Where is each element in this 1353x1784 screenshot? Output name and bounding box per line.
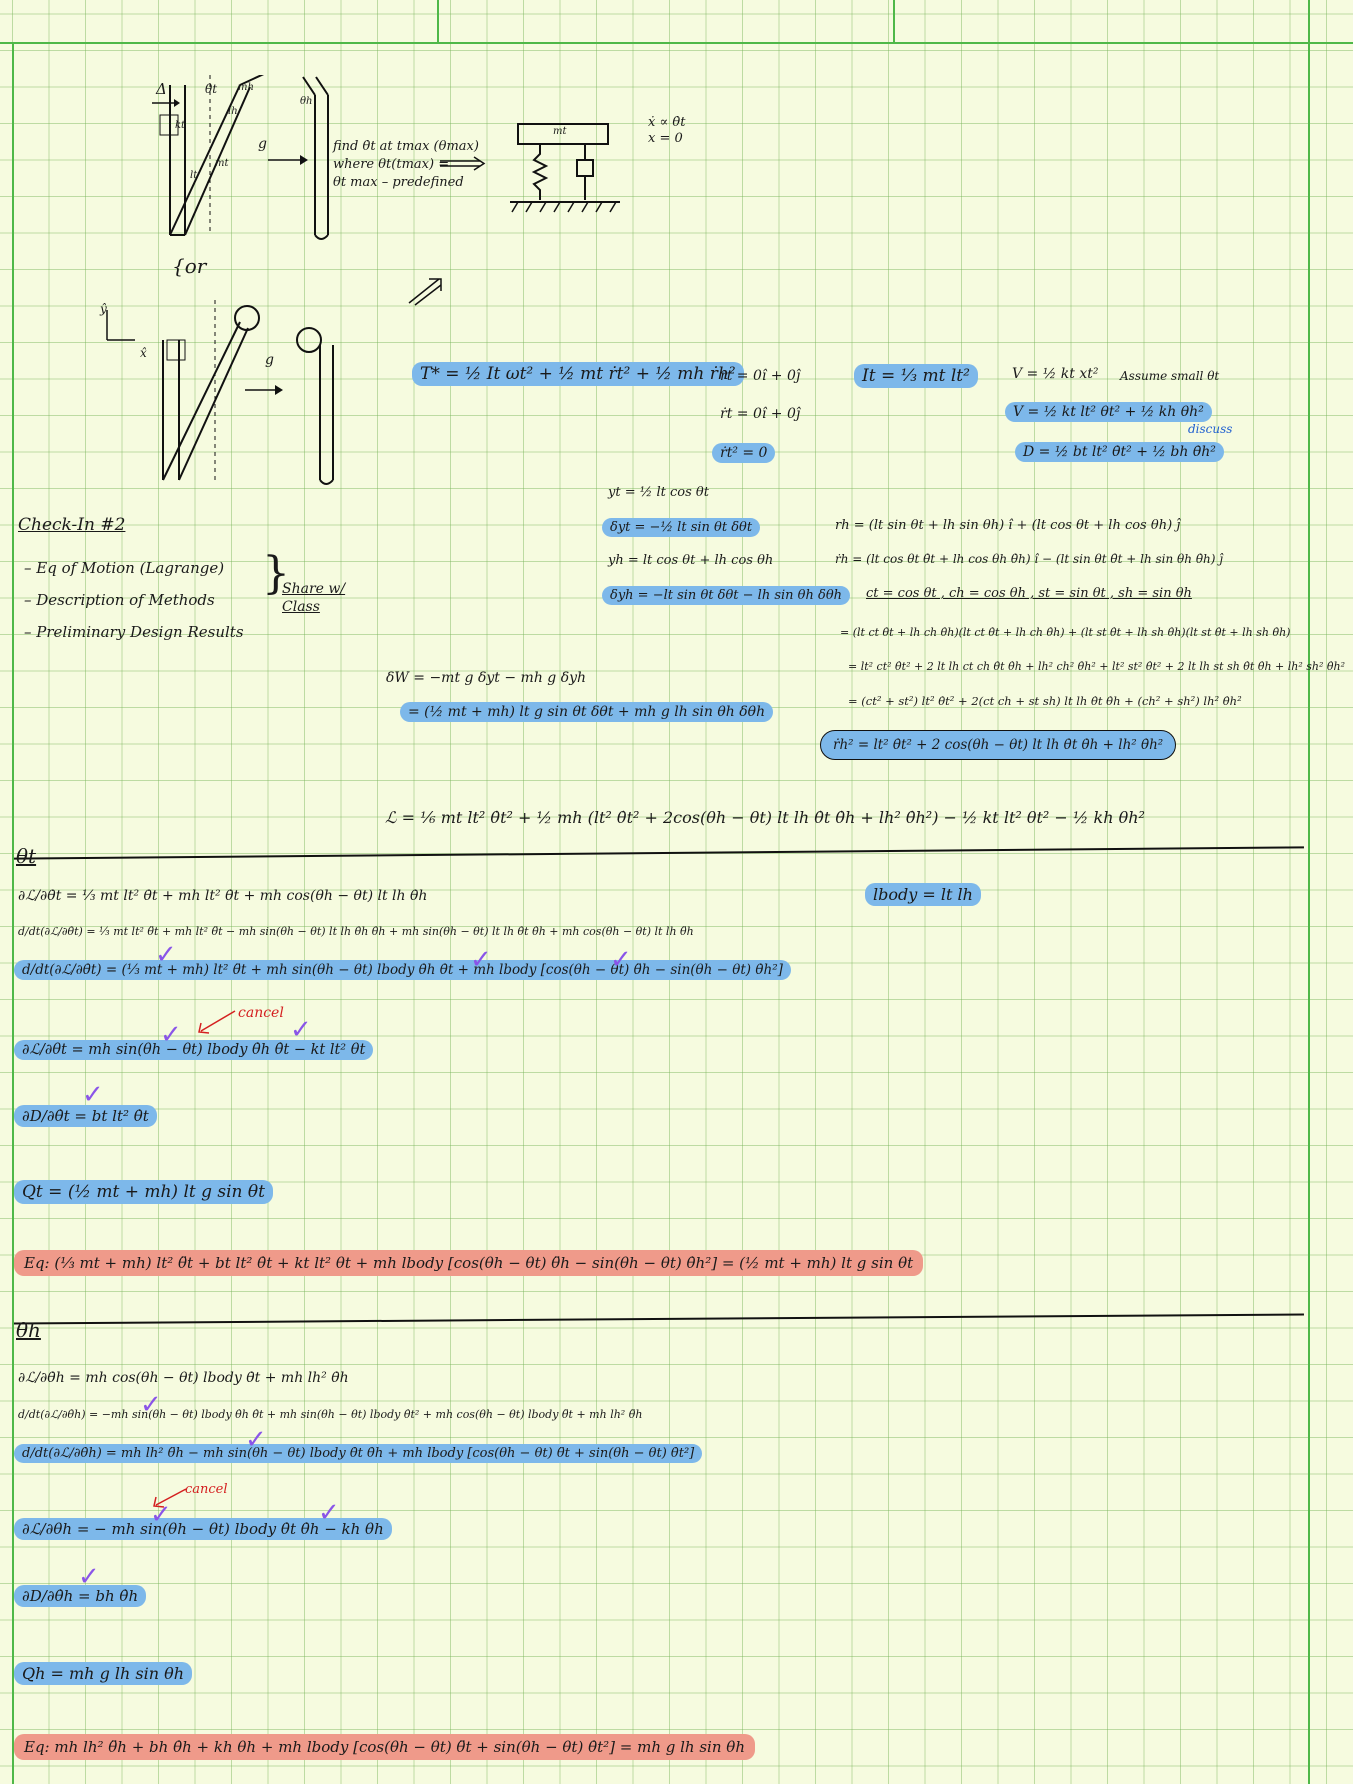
checkin-item: – Preliminary Design Results	[24, 623, 244, 641]
grid-major-line	[0, 42, 1353, 44]
check-mark: ✓	[78, 1562, 100, 1592]
pendulum-sketch-1	[152, 75, 329, 240]
lh-label: lh	[228, 106, 238, 117]
yh-eq: yh = lt cos θt + lh cos θh	[608, 553, 774, 568]
check-mark: ✓	[155, 940, 177, 970]
rt-velocity-sq: ṙt² = 0	[712, 443, 776, 463]
theta-h-line-3: d/dt(∂ℒ/∂θ̇h) = mh lh² θ̈h − mh sin(θh −…	[14, 1444, 703, 1463]
yhat-label: ŷ	[100, 302, 107, 316]
rh-dot-squared: ṙh² = lt² θ̇t² + 2 cos(θh − θt) lt lh θ̇…	[820, 730, 1177, 760]
check-mark: ✓	[140, 1390, 162, 1420]
theta-h-line-6: Qh = mh g lh sin θh	[14, 1662, 193, 1685]
kinematic-line-1: ẋ ∝ θ̇t	[648, 115, 686, 130]
theta-h-line-1: ∂ℒ/∂θ̇h = mh cos(θh − θt) lbody θ̇t + mh…	[18, 1370, 349, 1386]
expand-3: = (ct² + st²) lt² θ̇t² + 2(ct ch + st sh…	[848, 694, 1242, 708]
theta-h-equation: Eq: mh lh² θ̈h + bh θ̇h + kh θh + mh lbo…	[14, 1734, 755, 1760]
theta-t-line-4: ∂ℒ/∂θt = mh sin(θh − θt) lbody θ̇h θ̇t −…	[14, 1040, 374, 1060]
rh-dot-eq: ṙh = (lt cos θt θ̇t + lh cos θh θ̇h) î −…	[835, 552, 1223, 566]
mh-label: mh	[238, 82, 254, 93]
diagonal-arrow	[408, 278, 442, 306]
virtual-work: δW = −mt g δyt − mh g δyh	[386, 670, 587, 686]
assume-note: Assume small θt	[1120, 369, 1220, 383]
check-mark: ✓	[290, 1015, 312, 1045]
check-mark: ✓	[82, 1080, 104, 1110]
grid-major-line	[437, 0, 439, 44]
yt-eq: yt = ½ lt cos θt	[608, 485, 709, 500]
dyt-eq: δyt = −½ lt sin θt δθt	[602, 518, 761, 537]
grid-major-line	[1308, 0, 1310, 1784]
theta-t-line-3: d/dt(∂ℒ/∂θ̇t) = (⅓ mt + mh) lt² θ̈t + mh…	[14, 960, 791, 980]
theta-h-label: θh	[300, 96, 313, 107]
virtual-work-2: = (½ mt + mh) lt g sin θt δθt + mh g lh …	[400, 702, 774, 722]
discuss-note: discuss	[1188, 422, 1233, 436]
gravity-label: g	[258, 136, 267, 152]
potential-v2: V = ½ kt lt² θt² + ½ kh θh²	[1005, 402, 1212, 422]
theta-t-line-1: ∂ℒ/∂θ̇t = ⅓ mt lt² θ̇t + mh lt² θ̇t + mh…	[18, 888, 428, 904]
xhat-label: x̂	[140, 346, 147, 360]
inertia-it: It = ⅓ mt lt²	[854, 364, 978, 388]
checkin-item: – Eq of Motion (Lagrange)	[24, 559, 225, 577]
theta-h-line-2: d/dt(∂ℒ/∂θ̇h) = −mh sin(θh − θt) lbody θ…	[18, 1408, 643, 1421]
arrow-to-spring	[440, 156, 486, 171]
share-line-1: Share w/	[282, 581, 346, 597]
theta-h-line-4: ∂ℒ/∂θh = − mh sin(θh − θt) lbody θ̇t θ̇h…	[14, 1518, 392, 1540]
pendulum-sketch-2	[106, 300, 334, 485]
dyh-eq: δyh = −lt sin θt δθt − lh sin θh δθh	[602, 586, 851, 605]
rh-eq: rh = (lt sin θt + lh sin θh) î + (lt cos…	[835, 518, 1181, 533]
kinetic-energy: T* = ½ It ωt² + ½ mt ṙt² + ½ mh ṙh²	[412, 362, 744, 386]
mt-label: mt	[215, 158, 229, 169]
kt-label: kt	[175, 120, 186, 131]
lt-label: lt	[190, 170, 198, 181]
find-line-2: where θt(tmax) =	[333, 157, 450, 172]
trig-defs: ct = cos θt , ch = cos θh , st = sin θt …	[866, 586, 1192, 601]
theta-h-line-5: ∂D/∂θ̇h = bh θ̇h	[14, 1585, 147, 1607]
potential-v: V = ½ kt xt²	[1012, 366, 1099, 382]
share-note: Share w/ Class	[282, 580, 345, 616]
check-mark: ✓	[245, 1425, 267, 1455]
spring-damper-sketch	[510, 123, 620, 213]
checkin-title: Check-In #2	[18, 515, 126, 535]
find-line-3: θt max – predefined	[333, 175, 464, 190]
checkin-brace: }	[262, 548, 290, 599]
cancel-note: cancel	[238, 1005, 284, 1021]
cancel-arrow	[198, 1010, 236, 1034]
dissipation-d: D = ½ bt lt² θ̇t² + ½ bh θ̇h²	[1015, 442, 1224, 462]
checkin-list: – Eq of Motion (Lagrange) – Description …	[24, 552, 244, 648]
kinematic-line-2: x = 0	[648, 131, 683, 146]
grid-major-line	[893, 0, 895, 44]
kinematic-note: ẋ ∝ θ̇t x = 0	[648, 115, 685, 147]
check-mark: ✓	[150, 1500, 172, 1530]
checkin-item: – Description of Methods	[24, 591, 215, 609]
check-mark: ✓	[318, 1498, 340, 1528]
theta-t-line-2: d/dt(∂ℒ/∂θ̇t) = ⅓ mt lt² θ̈t + mh lt² θ̈…	[18, 925, 694, 938]
grid-major-line	[12, 42, 14, 1784]
theta-t-label: θt	[205, 82, 218, 96]
theta-t-line-6: Qt = (½ mt + mh) lt g sin θt	[14, 1180, 273, 1204]
lbody-def: lbody = lt lh	[865, 883, 981, 906]
find-note: find θ̇t at tmax (θmax) where θt(tmax) =…	[333, 138, 479, 192]
theta-t-line-5: ∂D/∂θ̇t = bt lt² θ̇t	[14, 1105, 157, 1127]
expand-2: = lt² ct² θ̇t² + 2 lt lh ct ch θ̇t θ̇h +…	[848, 660, 1346, 673]
check-mark: ✓	[470, 945, 492, 975]
rt-velocity: ṙt = 0î + 0ĵ	[720, 406, 801, 422]
check-mark: ✓	[160, 1020, 182, 1050]
theta-h-header: θh	[16, 1318, 41, 1342]
cancel-note: cancel	[185, 1482, 228, 1497]
theta-t-equation: Eq: (⅓ mt + mh) lt² θ̈t + bt lt² θ̇t + k…	[14, 1250, 924, 1276]
expand-1: = (lt ct θ̇t + lh ch θ̇h)(lt ct θ̇t + lh…	[840, 626, 1291, 639]
theta-t-header: θt	[16, 844, 37, 868]
find-line-1: find θ̇t at tmax (θmax)	[333, 139, 479, 154]
or-brace: {or	[172, 254, 207, 278]
check-mark: ✓	[610, 945, 632, 975]
gravity-label-2: g	[265, 352, 274, 368]
delta-label: Δ	[156, 80, 167, 98]
spring-mass-label: mt	[553, 126, 567, 137]
share-line-2: Class	[282, 599, 320, 615]
rt-position: rt = 0î + 0ĵ	[720, 368, 801, 384]
lagrangian: ℒ = ⅙ mt lt² θ̇t² + ½ mh (lt² θ̇t² + 2co…	[385, 808, 1145, 827]
cancel-arrow	[153, 1488, 187, 1508]
